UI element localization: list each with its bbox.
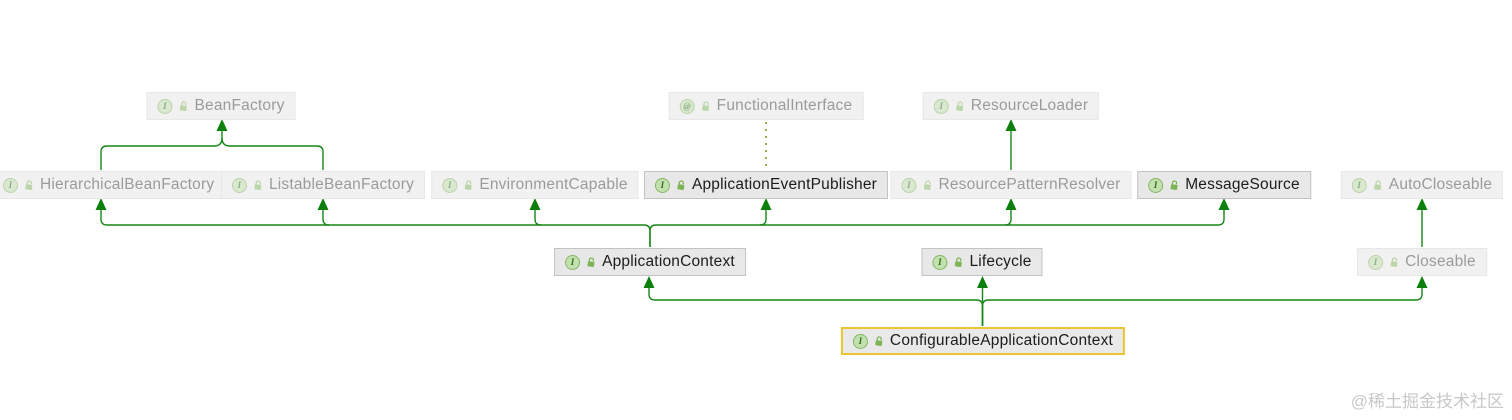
lock-icon <box>1390 256 1398 267</box>
interface-icon: I <box>3 177 18 193</box>
class-node-applicationeventpublisher[interactable]: I ApplicationEventPublisher <box>643 171 889 199</box>
interface-icon: I <box>231 177 247 193</box>
interface-icon: I <box>901 177 917 193</box>
lock-icon <box>254 179 262 190</box>
interface-icon: I <box>565 254 581 270</box>
interface-icon: I <box>1351 177 1367 193</box>
class-node-label: Lifecycle <box>969 253 1032 270</box>
interface-icon: I <box>932 254 948 270</box>
lock-icon <box>923 179 931 190</box>
class-node-applicationcontext[interactable]: I ApplicationContext <box>554 248 746 276</box>
class-node-label: ResourcePatternResolver <box>938 176 1121 193</box>
annotation-icon: @ <box>679 98 695 114</box>
class-node-functionalinterface[interactable]: @ FunctionalInterface <box>668 92 864 120</box>
lock-icon <box>875 335 883 346</box>
interface-icon: I <box>1148 177 1164 193</box>
lock-icon <box>464 179 472 190</box>
class-node-label: EnvironmentCapable <box>479 176 628 193</box>
class-node-label: ConfigurableApplicationContext <box>889 332 1114 349</box>
lock-icon <box>25 179 33 190</box>
class-node-label: BeanFactory <box>194 97 285 114</box>
lock-icon <box>954 256 962 267</box>
interface-icon: I <box>442 177 458 193</box>
class-node-closeable[interactable]: I Closeable <box>1357 248 1487 276</box>
lock-icon <box>677 179 685 190</box>
lock-icon <box>179 100 187 111</box>
interface-icon: I <box>852 333 868 349</box>
interface-icon: I <box>654 177 670 193</box>
watermark: @稀土掘金技术社区 <box>1350 392 1504 411</box>
class-node-environmentcapable[interactable]: I EnvironmentCapable <box>431 171 639 199</box>
class-node-label: AutoCloseable <box>1388 176 1493 193</box>
class-node-resourcepatternresolver[interactable]: I ResourcePatternResolver <box>890 171 1132 199</box>
class-node-label: ListableBeanFactory <box>268 176 415 193</box>
interface-icon: I <box>933 98 949 114</box>
class-node-label: Closeable <box>1405 253 1476 270</box>
class-node-listablebeanfactory[interactable]: I ListableBeanFactory <box>220 171 426 199</box>
class-node-label: HierarchicalBeanFactory <box>40 176 215 193</box>
interface-icon: I <box>1368 254 1384 270</box>
class-node-autocloseable[interactable]: I AutoCloseable <box>1340 171 1504 199</box>
class-node-label: FunctionalInterface <box>716 97 853 114</box>
lock-icon <box>956 100 964 111</box>
class-node-label: MessageSource <box>1185 176 1300 193</box>
class-node-beanfactory[interactable]: I BeanFactory <box>146 92 296 120</box>
class-node-label: ApplicationEventPublisher <box>691 176 878 193</box>
class-node-label: ApplicationContext <box>602 253 735 270</box>
class-node-messagesource[interactable]: I MessageSource <box>1137 171 1311 199</box>
lock-icon <box>587 256 595 267</box>
interface-icon: I <box>157 98 173 114</box>
lock-icon <box>1374 179 1382 190</box>
class-node-lifecycle[interactable]: I Lifecycle <box>921 248 1043 276</box>
class-node-configurableapplicationcontext[interactable]: I ConfigurableApplicationContext <box>840 327 1126 355</box>
class-node-hierarchicalbeanfactory[interactable]: I HierarchicalBeanFactory <box>0 171 226 199</box>
class-node-label: ResourceLoader <box>970 97 1089 114</box>
lock-icon <box>702 100 710 111</box>
lock-icon <box>1170 179 1178 190</box>
class-node-resourceloader[interactable]: I ResourceLoader <box>922 92 1100 120</box>
